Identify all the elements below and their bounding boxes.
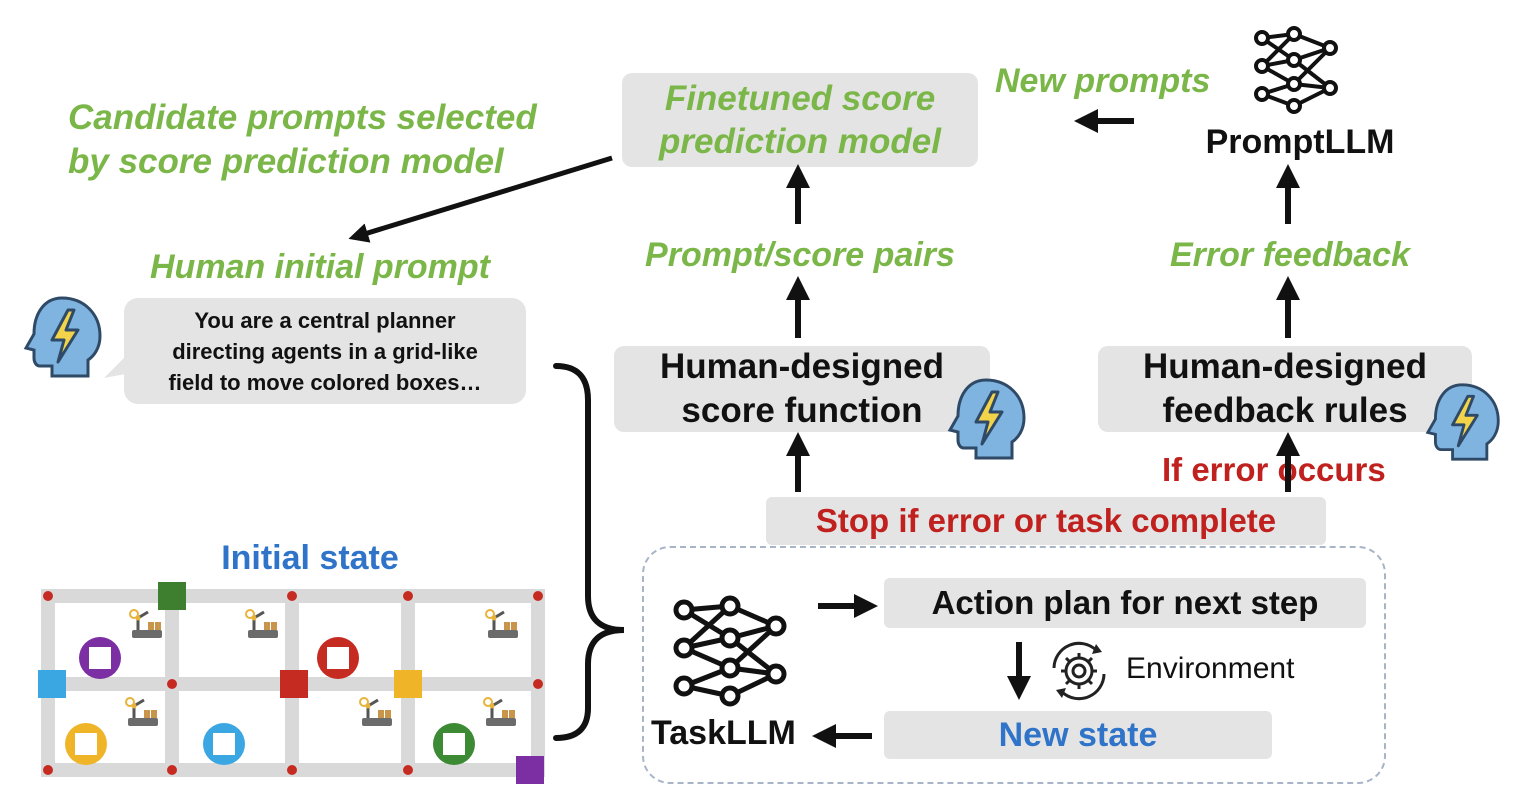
human-head-icon xyxy=(23,296,102,378)
finetuned-score-model-box: Finetuned score prediction model xyxy=(622,73,978,167)
finetuned-line-2: prediction model xyxy=(659,122,941,161)
finetuned-line-1: Finetuned score xyxy=(664,79,936,118)
human-initial-prompt-label: Human initial prompt xyxy=(150,248,490,286)
colored-box xyxy=(394,670,422,698)
target-slot xyxy=(213,733,235,755)
target-slot xyxy=(75,733,97,755)
prompt-line-2: directing agents in a grid-like xyxy=(172,338,478,364)
target-slot xyxy=(327,647,349,669)
score-fn-line-2: score function xyxy=(681,391,923,430)
candidate-line-2: by score prediction model xyxy=(68,142,504,181)
candidate-line-1: Candidate prompts selected xyxy=(68,98,537,137)
human-head-icon xyxy=(1425,383,1500,461)
feedback-line-1: Human-designed xyxy=(1143,347,1427,386)
new-prompts-label: New prompts xyxy=(995,62,1211,100)
grid-node xyxy=(403,591,413,601)
curly-brace xyxy=(553,363,625,741)
prompt-line-3: field to move colored boxes… xyxy=(168,369,482,395)
error-feedback-label: Error feedback xyxy=(1170,236,1410,274)
if-error-occurs-label: If error occurs xyxy=(1160,451,1388,489)
score-fn-line-1: Human-designed xyxy=(660,347,944,386)
colored-box xyxy=(38,670,66,698)
grid-node xyxy=(43,765,53,775)
prompt-llm-label: PromptLLM xyxy=(1205,123,1395,161)
colored-box xyxy=(158,582,186,610)
robot-arm-icon xyxy=(359,697,392,726)
robot-arm-icon xyxy=(485,609,518,638)
new-state-text: New state xyxy=(998,715,1158,754)
grid-node xyxy=(287,591,297,601)
grid-node xyxy=(403,765,413,775)
environment-gear-icon xyxy=(1052,641,1106,701)
grid-node xyxy=(43,591,53,601)
initial-state-label: Initial state xyxy=(221,539,399,577)
feedback-line-2: feedback rules xyxy=(1162,391,1408,430)
arrow-candidate-to-human xyxy=(348,155,613,243)
feedback-rules-box: Human-designed feedback rules xyxy=(1098,346,1472,432)
grid-node xyxy=(167,765,177,775)
colored-box xyxy=(516,756,544,784)
robot-arm-icon xyxy=(125,697,158,726)
human-head-icon xyxy=(947,378,1026,460)
action-plan-text: Action plan for next step xyxy=(931,584,1319,621)
score-function-box: Human-designed score function xyxy=(614,346,990,432)
robot-arm-icon xyxy=(483,697,516,726)
prompt-score-pairs-label: Prompt/score pairs xyxy=(645,236,955,274)
stop-condition-box: Stop if error or task complete xyxy=(766,497,1326,545)
grid-world xyxy=(38,582,545,784)
task-llm-label: TaskLLM xyxy=(651,714,796,752)
task-loop-container xyxy=(642,546,1386,784)
grid-node xyxy=(287,765,297,775)
environment-label: Environment xyxy=(1126,652,1295,685)
grid-node xyxy=(167,679,177,689)
prompt-line-1: You are a central planner xyxy=(194,307,456,333)
grid-node xyxy=(533,679,543,689)
grid-node xyxy=(533,591,543,601)
taskllm-network-icon xyxy=(673,595,787,707)
candidate-prompts-label: Candidate prompts selected by score pred… xyxy=(68,96,537,184)
colored-box xyxy=(280,670,308,698)
promptllm-network-icon xyxy=(1254,26,1338,114)
robot-arm-icon xyxy=(129,609,162,638)
new-state-box: New state xyxy=(884,711,1272,759)
target-slot xyxy=(89,647,111,669)
stop-condition-text: Stop if error or task complete xyxy=(815,502,1277,539)
prompt-speech-bubble: You are a central planner directing agen… xyxy=(124,298,526,404)
target-slot xyxy=(443,733,465,755)
action-plan-box: Action plan for next step xyxy=(884,578,1366,628)
robot-arm-icon xyxy=(245,609,278,638)
